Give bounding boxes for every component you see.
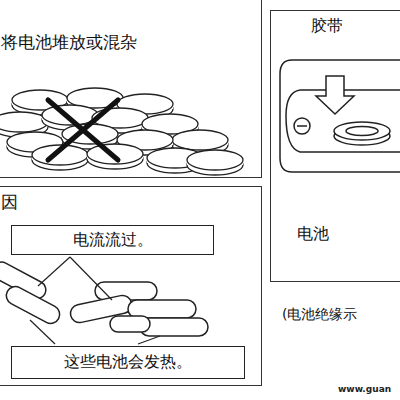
leader-line: [30, 257, 160, 344]
callout-text: 这些电池会发热。: [64, 353, 192, 371]
insulation-panel: 胶带电池: [270, 10, 400, 282]
cause-panel: 因电流流过。这些电池会发热。: [0, 186, 262, 386]
cross-mark: [48, 100, 118, 160]
caption-text: (电池绝缘示: [282, 306, 357, 322]
panel-heading: 电池: [297, 225, 329, 243]
callout-box: 电流流过。: [11, 225, 214, 255]
insulation-drawing: [280, 60, 400, 172]
callout-box: 这些电池会发热。: [11, 346, 245, 379]
watermark: www.guan: [338, 384, 391, 394]
callout-text: 电流流过。: [73, 231, 153, 249]
panel-heading: 胶带: [311, 17, 343, 35]
warning-panel: 将电池堆放或混杂: [0, 0, 262, 178]
battery-pile: [0, 88, 243, 175]
panel-heading: 将电池堆放或混杂: [1, 33, 137, 53]
panel-heading: 因: [1, 193, 18, 213]
touching-batteries: [0, 259, 208, 336]
